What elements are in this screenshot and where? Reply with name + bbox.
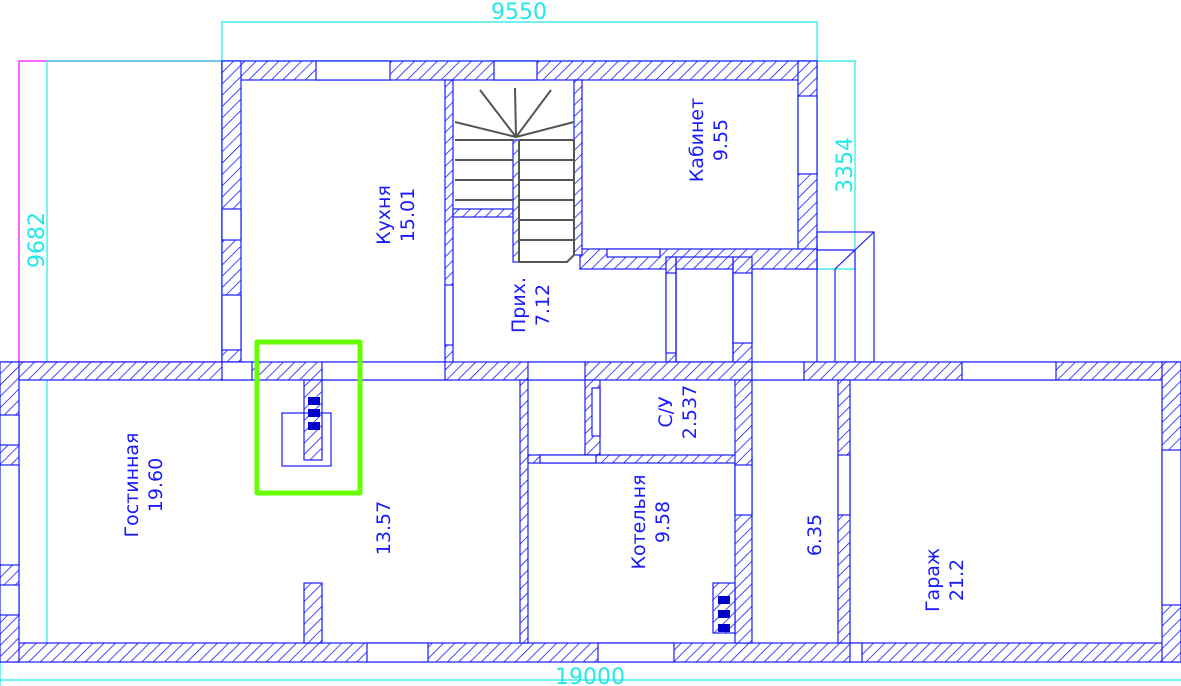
room-area: 6.35 [804, 514, 826, 556]
room-name: Кабинет [686, 98, 708, 182]
terrace-outline [18, 60, 223, 363]
walls [0, 60, 1181, 663]
staircase [454, 87, 575, 263]
room-boiler[interactable]: Котельня 9.58 [628, 474, 674, 569]
room-kitchen[interactable]: Кухня 15.01 [373, 185, 419, 245]
room-garage[interactable]: Гараж 21.2 [922, 548, 968, 612]
room-area: 13.57 [373, 501, 395, 555]
room-name: Гараж [922, 548, 944, 612]
room-name: Прих. [508, 277, 530, 333]
room-bathroom[interactable]: С/У 2.537 [655, 385, 701, 439]
room-office[interactable]: Кабинет 9.55 [686, 98, 732, 182]
room-area: 9.55 [710, 119, 732, 161]
dimension-lines [0, 21, 1181, 686]
dimension-top: 9550 [491, 0, 547, 25]
selection-highlight[interactable] [254, 339, 363, 496]
room-area: 2.537 [679, 385, 701, 439]
room-corridor[interactable]: 6.35 [804, 514, 826, 556]
room-area: 9.58 [652, 501, 674, 543]
room-name: С/У [655, 396, 677, 428]
room-name: Котельня [628, 474, 650, 569]
dimension-right: 3354 [833, 137, 858, 193]
room-hall[interactable]: Прих. 7.12 [508, 277, 554, 333]
room-living[interactable]: Гостинная 19.60 [121, 433, 167, 538]
dimension-left: 9682 [25, 212, 50, 268]
room-name: Гостинная [121, 433, 143, 538]
room-area: 7.12 [532, 284, 554, 326]
room-area: 19.60 [145, 458, 167, 512]
room-area: 15.01 [397, 188, 419, 242]
room-name: Кухня [373, 185, 395, 245]
dimension-bottom: 19000 [555, 665, 625, 686]
room-area: 21.2 [946, 559, 968, 601]
room-dining[interactable]: 13.57 [373, 501, 395, 555]
vent-blocks [308, 397, 730, 632]
